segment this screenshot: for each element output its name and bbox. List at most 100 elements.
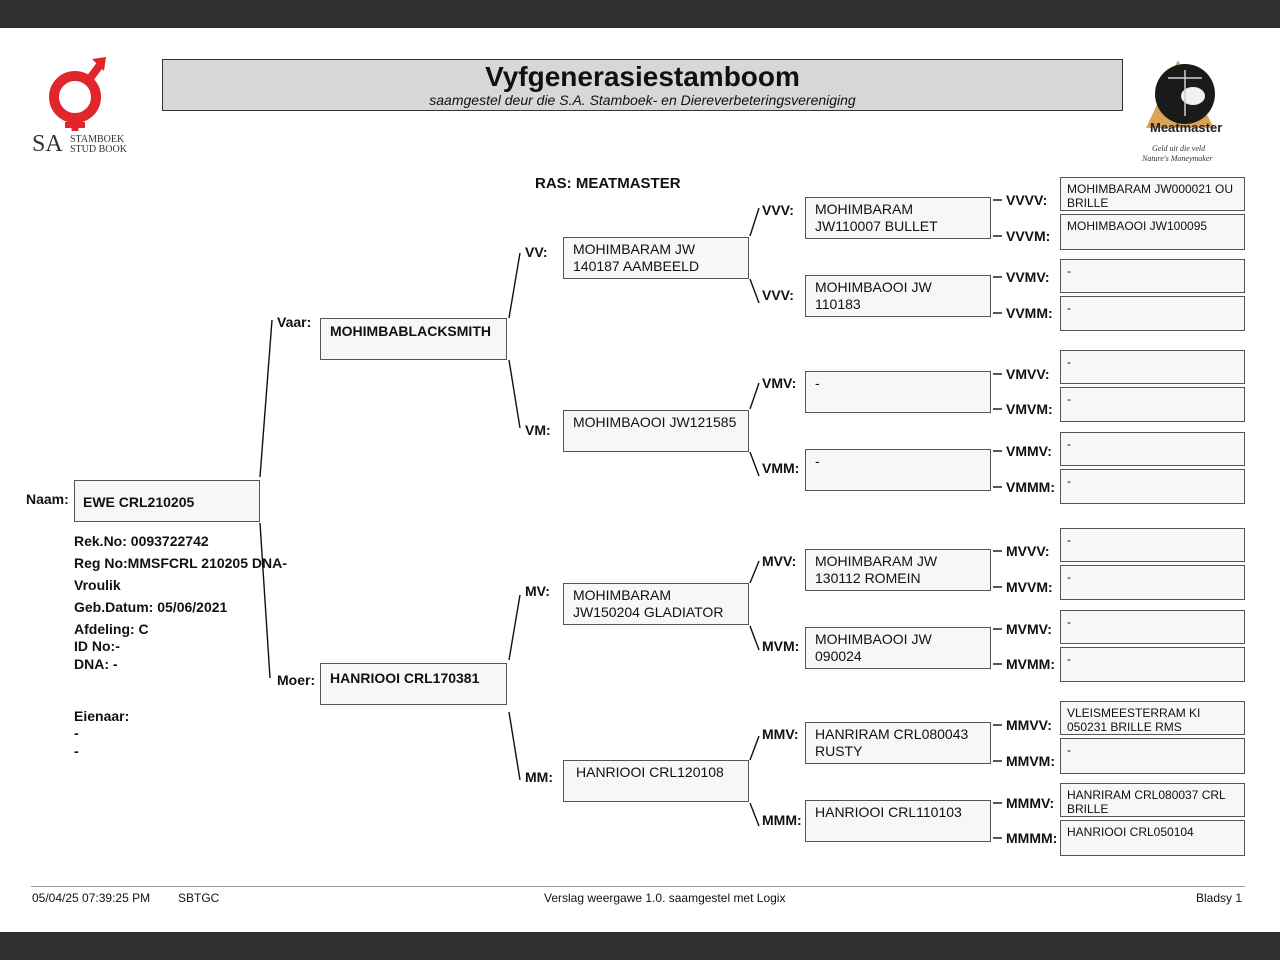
g4-box: -	[1060, 610, 1245, 644]
page-title: Vyfgenerasiestamboom	[485, 61, 800, 92]
ggp-name: HANRIRAM CRL080043 RUSTY	[815, 726, 969, 759]
gp-label-vm: VM:	[525, 422, 551, 438]
page-subtitle: saamgestel deur die S.A. Stamboek- en Di…	[429, 92, 856, 108]
ggp-box: HANRIRAM CRL080043 RUSTY	[805, 722, 991, 764]
stamboek-symbol-icon	[49, 57, 106, 131]
animal-box: EWE CRL210205	[74, 480, 260, 522]
gp-name-mv: MOHIMBARAM JW150204 GLADIATOR	[573, 587, 724, 620]
g4-name: -	[1067, 474, 1071, 488]
name-label: Naam:	[26, 491, 69, 507]
logo-line1: STAMBOEK	[70, 134, 125, 145]
gp-box-vm: MOHIMBAOOI JW121585	[563, 410, 749, 452]
animal-name: EWE CRL210205	[83, 494, 195, 510]
breed-label: RAS: MEATMASTER	[535, 175, 681, 192]
g4-box: MOHIMBARAM JW000021 OU BRILLE	[1060, 177, 1245, 211]
birth-date: Geb.Datum: 05/06/2021	[74, 599, 228, 615]
ggp-label: VMM:	[762, 460, 800, 476]
dam-box: HANRIOOI CRL170381	[320, 663, 507, 705]
title-box: Vyfgenerasiestamboom saamgestel deur die…	[162, 59, 1123, 111]
g4-label: MVVM:	[1006, 579, 1053, 595]
g4-name: -	[1067, 615, 1071, 629]
g4-label: VVVM:	[1006, 228, 1051, 244]
ggp-name: MOHIMBAOOI JW 110183	[815, 279, 932, 312]
section: Afdeling: C	[74, 621, 149, 637]
logo-line2: STUD BOOK	[70, 144, 127, 155]
ggp-box: -	[805, 449, 991, 491]
gp-label-vv: VV:	[525, 244, 548, 260]
g4-box: MOHIMBAOOI JW100095	[1060, 214, 1245, 250]
g4-name: -	[1067, 301, 1071, 315]
g4-box: -	[1060, 647, 1245, 682]
g4-box: -	[1060, 387, 1245, 422]
ggp-name: MOHIMBARAM JW 130112 ROMEIN	[815, 553, 938, 586]
ggp-label: MVM:	[762, 638, 800, 654]
g4-label: VVMV:	[1006, 269, 1050, 285]
g4-name: -	[1067, 392, 1071, 406]
g4-name: HANRIRAM CRL080037 CRL BRILLE	[1067, 788, 1226, 816]
footer-page: Bladsy 1	[1196, 891, 1243, 905]
g4-label: MVMV:	[1006, 621, 1052, 637]
g4-box: HANRIRAM CRL080037 CRL BRILLE	[1060, 783, 1245, 817]
ggp-label: MVV:	[762, 553, 797, 569]
g4-name: -	[1067, 743, 1071, 757]
bottom-bar	[0, 932, 1280, 960]
ggp-label: VVV:	[762, 287, 794, 303]
ggp-box: MOHIMBARAM JW110007 BULLET	[805, 197, 991, 239]
reg-no: Reg No:MMSFCRL 210205 DNA-	[74, 555, 287, 571]
g4-label: VMVV:	[1006, 366, 1050, 382]
g4-label: MMVV:	[1006, 717, 1052, 733]
g4-label: VMMV:	[1006, 443, 1052, 459]
g4-box: -	[1060, 296, 1245, 331]
g4-name: -	[1067, 264, 1071, 278]
ggp-name: MOHIMBARAM JW110007 BULLET	[815, 201, 938, 234]
footer-org: SBTGC	[178, 891, 220, 905]
footer-report: Verslag weergawe 1.0. saamgestel met Log…	[544, 891, 786, 905]
g4-box: -	[1060, 738, 1245, 774]
g4-name: VLEISMEESTERRAM KI 050231 BRILLE RMS	[1067, 706, 1201, 734]
logo-stamboek-text: STAMBOEK STUD BOOK	[70, 135, 127, 155]
ggp-box: MOHIMBAOOI JW 090024	[805, 627, 991, 669]
meatmaster-tag2: Nature's Moneymaker	[1142, 154, 1213, 163]
g4-box: VLEISMEESTERRAM KI 050231 BRILLE RMS	[1060, 701, 1245, 735]
ggp-label: MMM:	[762, 812, 802, 828]
ggp-name: MOHIMBAOOI JW 090024	[815, 631, 932, 664]
g4-label: VVVV:	[1006, 192, 1048, 208]
g4-name: MOHIMBAOOI JW100095	[1067, 219, 1208, 233]
g4-name: -	[1067, 437, 1071, 451]
gp-label-mm: MM:	[525, 769, 553, 785]
meatmaster-tag1: Geld uit die veld	[1152, 144, 1206, 153]
owner-line: -	[74, 743, 79, 759]
g4-box: -	[1060, 350, 1245, 384]
g4-box: -	[1060, 259, 1245, 293]
footer-datetime: 05/04/25 07:39:25 PM	[32, 891, 151, 905]
meatmaster-emblem-icon	[1146, 60, 1215, 128]
g4-label: VVMM:	[1006, 305, 1053, 321]
owner-label: Eienaar:	[74, 708, 130, 724]
g4-name: MOHIMBARAM JW000021 OU BRILLE	[1067, 182, 1234, 210]
id-no: ID No:-	[74, 638, 120, 654]
g4-label: MMVM:	[1006, 753, 1055, 769]
top-bar	[0, 0, 1280, 28]
ggp-name: -	[815, 453, 820, 469]
gp-label-mv: MV:	[525, 583, 550, 599]
sire-label: Vaar:	[277, 314, 312, 330]
ggp-box: HANRIOOI CRL110103	[805, 800, 991, 842]
footer-divider	[31, 886, 1245, 887]
g4-box: -	[1060, 565, 1245, 600]
gp-box-mv: MOHIMBARAM JW150204 GLADIATOR	[563, 583, 749, 625]
sex: Vroulik	[74, 577, 121, 593]
gp-box-mm: HANRIOOI CRL120108	[563, 760, 749, 802]
ggp-name: HANRIOOI CRL110103	[815, 804, 962, 820]
sire-name: MOHIMBABLACKSMITH	[330, 323, 491, 339]
meatmaster-brand: Meatmaster	[1150, 120, 1223, 135]
sire-box: MOHIMBABLACKSMITH	[320, 318, 507, 360]
g4-label: MMMM:	[1006, 830, 1058, 846]
g4-name: -	[1067, 652, 1071, 666]
owner-line: -	[74, 725, 79, 741]
gp-name-vv: MOHIMBARAM JW 140187 AAMBEELD	[573, 241, 700, 274]
g4-label: VMVM:	[1006, 401, 1053, 417]
ggp-label: MMV:	[762, 726, 799, 742]
g4-box: -	[1060, 432, 1245, 466]
logo-sa-text: SA	[32, 131, 63, 157]
